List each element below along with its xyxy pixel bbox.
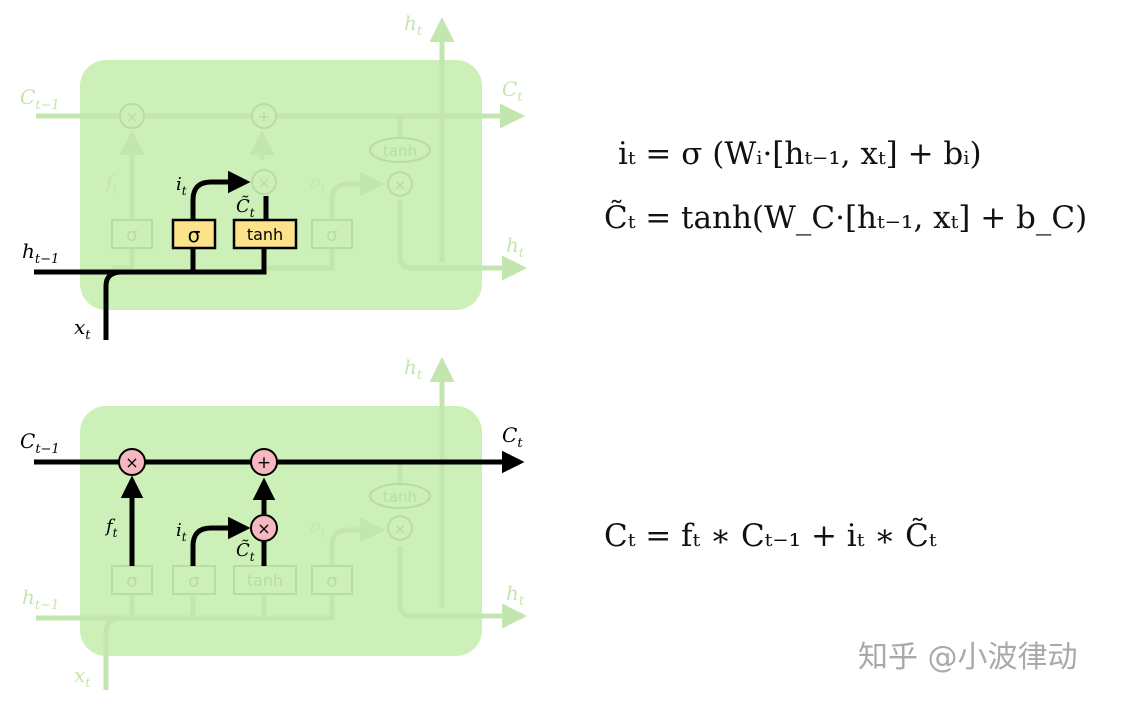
label-c-prev: Ct−1 [20, 429, 60, 457]
output-tanh-label: tanh [383, 488, 417, 506]
forget-sigma-box [111, 219, 153, 249]
label-x-t: xt [74, 663, 91, 691]
zhihu-watermark: 知乎 @小波律动 [858, 640, 1078, 675]
label-h-t-top: ht [404, 355, 423, 383]
lstm-cell-state-update: σ σ tanh σ × tanh × + × ht Ct−1 Ct ft it [20, 355, 527, 691]
equation-cell-update: Cₜ = fₜ ∗ Cₜ₋₁ + iₜ ∗ C̃ₜ [604, 518, 937, 554]
label-c-tilde: C̃t [236, 195, 255, 220]
forget-multiply-op [118, 448, 146, 476]
output-multiply-op [387, 515, 413, 541]
forget-multiply-symbol: × [126, 108, 139, 126]
output-multiply-symbol: × [394, 176, 407, 194]
input-sigma-label: σ [188, 571, 199, 592]
output-tanh-op [369, 137, 431, 163]
candidate-tanh-box [232, 218, 298, 250]
cell-add-op [250, 448, 278, 476]
active-paths [34, 170, 269, 340]
label-c-t: Ct [502, 77, 523, 105]
input-multiply-op [250, 514, 278, 542]
faded-paths [36, 357, 527, 690]
output-multiply-op [387, 171, 413, 197]
lstm-cell-input-gate: σ σ × + × × tanh σ tanh ht Ct−1 Ct ft it [20, 11, 527, 343]
forget-multiply-symbol: × [125, 453, 138, 472]
cell-add-symbol: + [257, 107, 270, 126]
label-c-tilde: C̃t [236, 539, 255, 564]
output-tanh-op [369, 483, 431, 509]
label-h-t-right: ht [506, 233, 525, 261]
label-o-t: ot [310, 172, 326, 196]
output-multiply-symbol: × [394, 520, 407, 538]
candidate-tanh-label: tanh [247, 225, 283, 244]
input-multiply-symbol: × [258, 174, 271, 192]
equation-candidate: C̃ₜ = tanh(W_C·[hₜ₋₁, xₜ] + b_C) [604, 200, 1088, 236]
output-sigma-box [311, 565, 353, 595]
label-h-t-right: ht [506, 581, 525, 609]
label-c-prev: Ct−1 [20, 85, 60, 113]
label-i-t: it [176, 174, 187, 198]
output-sigma-label: σ [326, 571, 337, 592]
input-multiply-op [251, 169, 277, 195]
output-sigma-box [311, 219, 353, 249]
label-h-t-top: ht [404, 11, 423, 39]
label-c-t: Ct [502, 423, 523, 451]
candidate-tanh-label: tanh [247, 571, 283, 590]
output-sigma-label: σ [326, 225, 337, 246]
input-sigma-label: σ [188, 223, 201, 247]
output-tanh-label: tanh [383, 142, 417, 160]
label-o-t: ot [310, 516, 326, 540]
equation-input-gate: iₜ = σ (Wᵢ·[hₜ₋₁, xₜ] + bᵢ) [618, 136, 982, 172]
input-multiply-symbol: × [257, 519, 270, 538]
forget-sigma-label: σ [126, 225, 137, 246]
label-i-t: it [176, 520, 187, 544]
forget-sigma-label: σ [126, 571, 137, 592]
forget-multiply-op [119, 103, 145, 129]
input-sigma-box [171, 218, 217, 250]
label-h-prev: ht−1 [22, 585, 59, 613]
cell-add-symbol: + [257, 453, 271, 473]
cell-add-op [251, 103, 277, 129]
label-x-t: xt [74, 315, 91, 343]
label-h-prev: ht−1 [22, 239, 59, 267]
